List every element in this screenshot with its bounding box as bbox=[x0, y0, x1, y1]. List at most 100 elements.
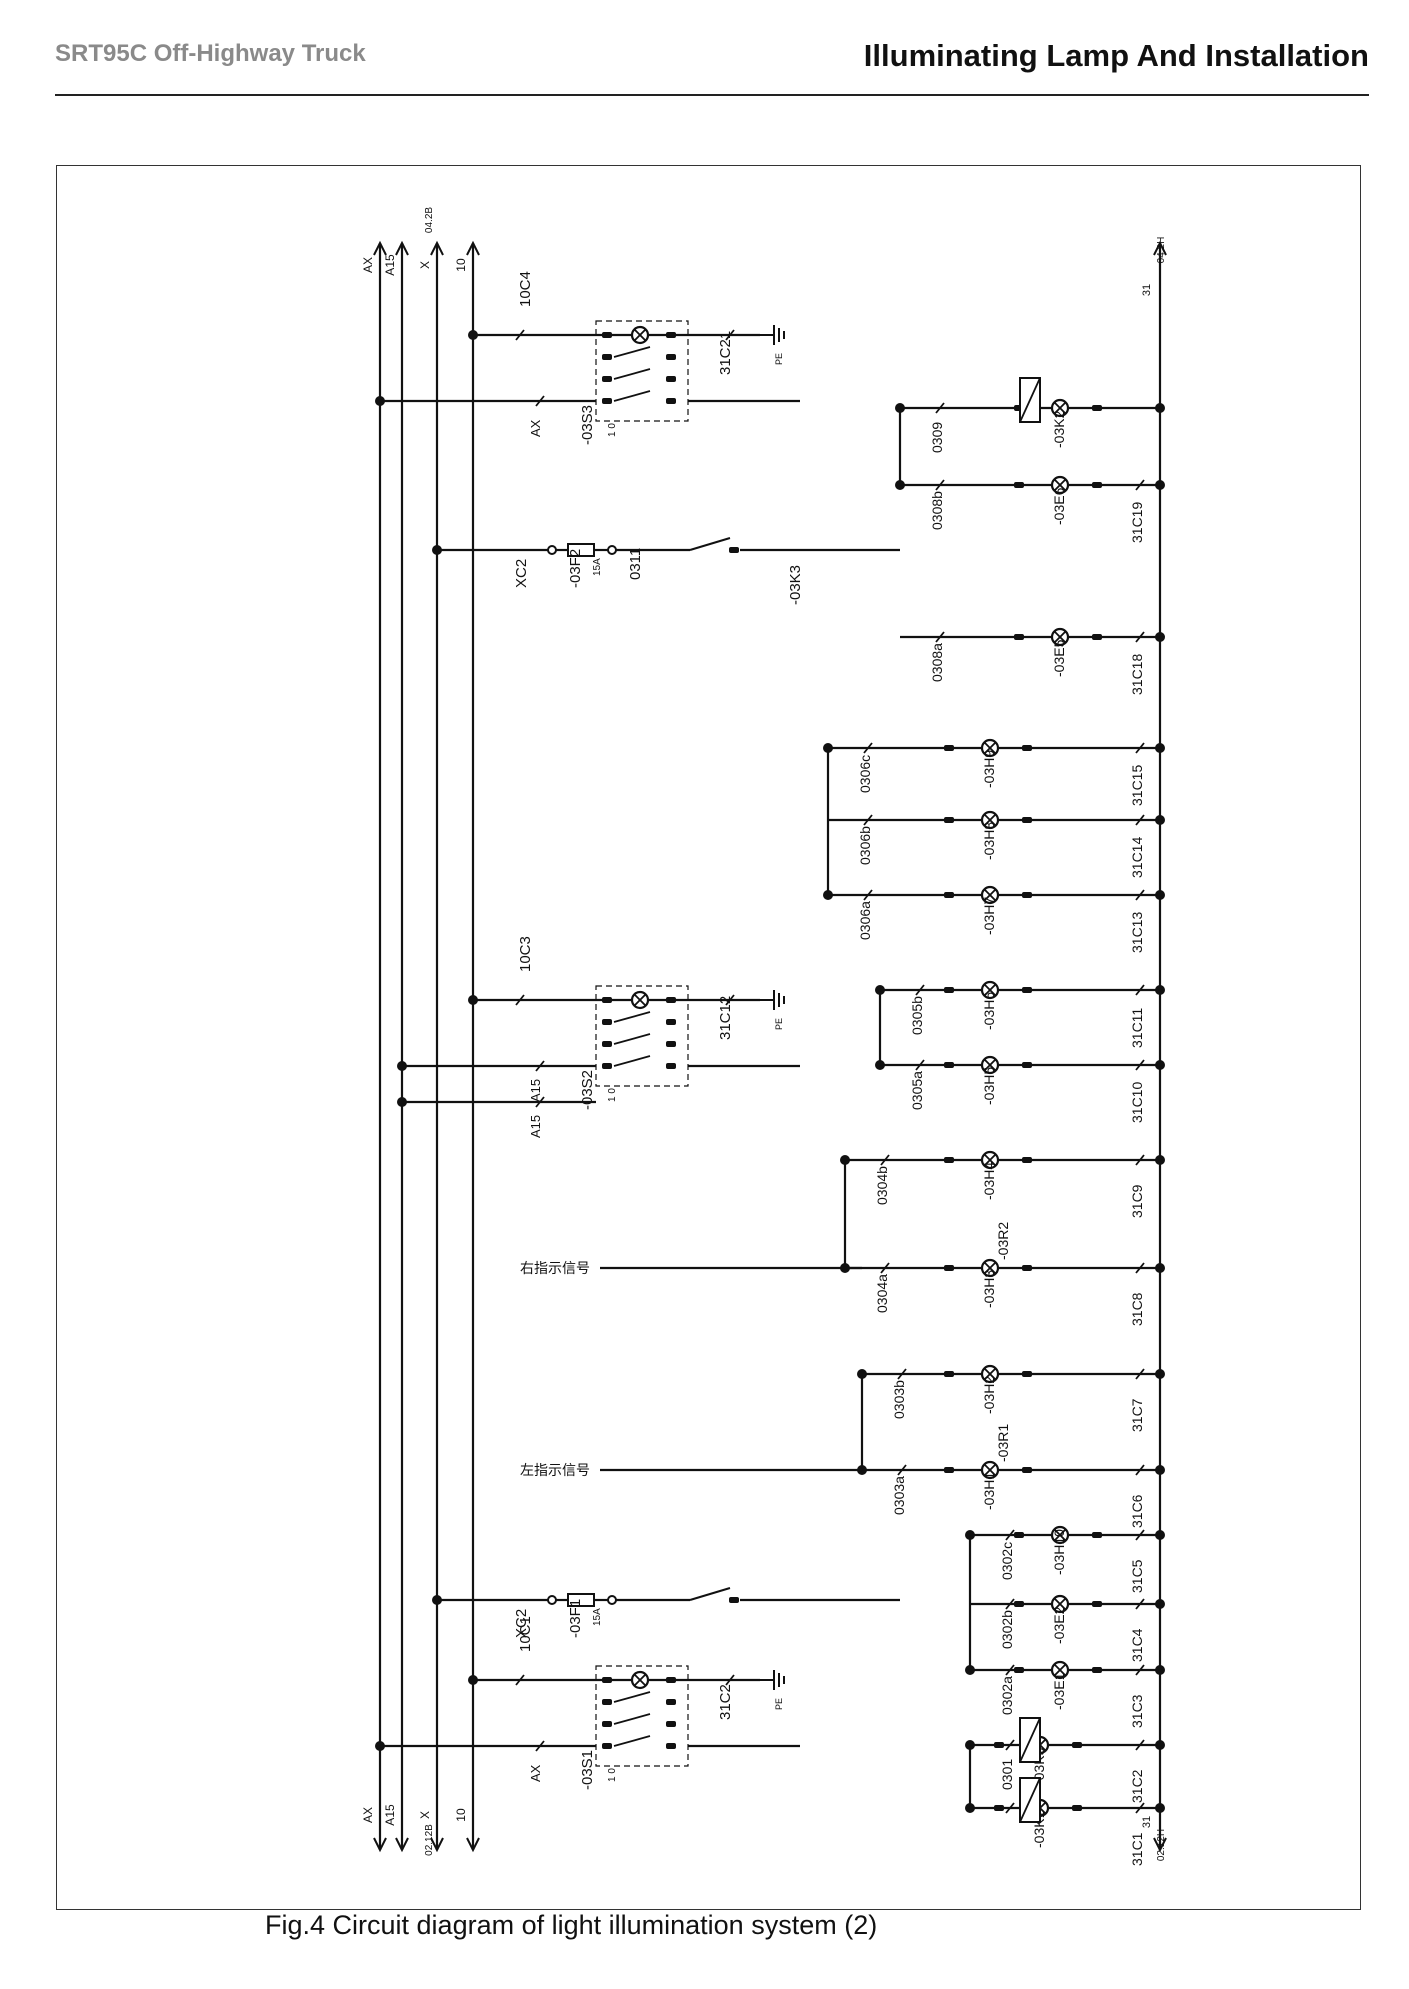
bus-arrow-top-icon bbox=[466, 240, 480, 256]
fuse-terminal bbox=[607, 1595, 617, 1605]
wire-tick bbox=[863, 889, 873, 901]
ground-junction-dot bbox=[1155, 1155, 1165, 1165]
circuit-device-label: -03H3 bbox=[981, 1270, 997, 1308]
branch-dot bbox=[965, 1740, 975, 1750]
circuit-wire-label: 0306b bbox=[857, 826, 873, 865]
connector-pin bbox=[1072, 1742, 1082, 1748]
circuit-ground-label: 31C5 bbox=[1129, 1559, 1145, 1593]
ground-junction-dot bbox=[1155, 1465, 1165, 1475]
ground-junction-dot bbox=[1155, 743, 1165, 753]
switch-housing bbox=[595, 985, 689, 1087]
wire-tick bbox=[515, 994, 525, 1006]
load-lamp-03H4-cross bbox=[983, 1153, 997, 1167]
wire-tick bbox=[515, 1674, 525, 1686]
load-lamp-03E5-cross bbox=[1053, 630, 1067, 644]
wire-tick bbox=[725, 329, 735, 341]
connector-pin bbox=[944, 1157, 954, 1163]
circuit-device-label: -03H7 bbox=[981, 897, 997, 935]
fuse-output-label: 0311 bbox=[627, 548, 644, 580]
header-title-right: Illuminating Lamp And Installation bbox=[863, 38, 1369, 73]
wire-tick bbox=[935, 479, 945, 491]
switch-contact-pin bbox=[602, 1063, 612, 1069]
circuit-aux-label: -03R1 bbox=[995, 1424, 1011, 1462]
circuit-wire-label: 0301 bbox=[999, 1759, 1015, 1790]
wire-tick bbox=[1135, 1154, 1145, 1166]
switch-contact-arm bbox=[613, 368, 651, 380]
wire-tick bbox=[1005, 1598, 1015, 1610]
ground-arrow-top-icon bbox=[1153, 240, 1167, 256]
wire-tick bbox=[1135, 1464, 1145, 1476]
circuit-device-label: -03E6 bbox=[1051, 487, 1067, 525]
branch-dot bbox=[823, 890, 833, 900]
ground-junction-dot bbox=[1155, 480, 1165, 490]
circuit-device-label: -03H9 bbox=[981, 750, 997, 788]
load-lamp-03H9-cross bbox=[983, 741, 997, 755]
switch-contact-pin bbox=[666, 1019, 676, 1025]
switch-wire-label: 10C4 bbox=[517, 271, 534, 307]
circuit-wire-label: 0304a bbox=[874, 1274, 890, 1313]
circuit-wire-label: 0302a bbox=[999, 1676, 1015, 1715]
connector-pin bbox=[1072, 1805, 1082, 1811]
header-title-left: SRT95C Off-Highway Truck bbox=[55, 40, 366, 67]
connector-pin bbox=[602, 997, 612, 1003]
connector-pin bbox=[1022, 1265, 1032, 1271]
ground-junction-dot bbox=[1155, 632, 1165, 642]
switch-contact-arm bbox=[613, 1735, 651, 1747]
switch-contact-pin bbox=[602, 398, 612, 404]
bus-label-bottom: X bbox=[418, 1811, 432, 1819]
circuit-wire-label: 0309 bbox=[929, 422, 945, 453]
wire-tick bbox=[515, 329, 525, 341]
branch-dot bbox=[857, 1369, 867, 1379]
connector-pin bbox=[944, 987, 954, 993]
bus-arrow-top-icon bbox=[395, 240, 409, 256]
connector-pin bbox=[1022, 745, 1032, 751]
switch-position-label: 1 0 bbox=[607, 1768, 618, 1782]
connector-pin bbox=[1014, 482, 1024, 488]
bus-label-top: AX bbox=[361, 257, 375, 273]
fuse-terminal bbox=[547, 545, 557, 555]
ground-junction-dot bbox=[1155, 403, 1165, 413]
fuse-input-label: XC2 bbox=[513, 559, 530, 588]
switch-contact-arm bbox=[613, 1691, 651, 1703]
wire-tick bbox=[535, 1060, 545, 1072]
relay-contact-pin bbox=[729, 547, 739, 553]
load-lamp-03K2-cross bbox=[1053, 401, 1067, 415]
ground-arrow-bottom-icon bbox=[1153, 1837, 1167, 1853]
switch-contact-pin bbox=[666, 354, 676, 360]
circuit-wire-label: 0305a bbox=[909, 1071, 925, 1110]
circuit-wire-label: 0308b bbox=[929, 491, 945, 530]
ground-junction-dot bbox=[1155, 890, 1165, 900]
wire-tick bbox=[935, 631, 945, 643]
circuit-device-label: -03H4 bbox=[981, 1162, 997, 1200]
bus-label-top: 10 bbox=[454, 258, 468, 272]
wire-tick bbox=[1135, 1262, 1145, 1274]
switch-contact-pin bbox=[602, 354, 612, 360]
branch-dot bbox=[895, 403, 905, 413]
circuit-aux-label: -03R2 bbox=[995, 1222, 1011, 1260]
bus-ref-bottom: 02.12B bbox=[424, 1824, 435, 1856]
load-lamp-03H10-cross bbox=[1053, 1528, 1067, 1542]
wire-tick bbox=[1135, 479, 1145, 491]
pe-label: PE bbox=[774, 1698, 784, 1710]
connector-pin bbox=[666, 332, 676, 338]
relay-id-label: -03K3 bbox=[787, 565, 804, 605]
switch-contact-pin bbox=[666, 1041, 676, 1047]
switch-ground-label: 31C12 bbox=[717, 996, 734, 1040]
switch-indicator-lamp-cross bbox=[633, 328, 647, 342]
ground-bus-label-bottom: 31 bbox=[1141, 1816, 1153, 1828]
relay-contact-arm bbox=[689, 537, 731, 551]
switch-housing bbox=[595, 320, 689, 422]
circuit-ground-label: 31C15 bbox=[1129, 765, 1145, 806]
wire-tick bbox=[880, 1154, 890, 1166]
branch-dot bbox=[823, 743, 833, 753]
wire-tick bbox=[1135, 1368, 1145, 1380]
wire-tick bbox=[725, 994, 735, 1006]
load-lamp-03H7-cross bbox=[983, 888, 997, 902]
connector-pin bbox=[1014, 634, 1024, 640]
ground-junction-dot bbox=[1155, 1060, 1165, 1070]
wire-tick bbox=[725, 1674, 735, 1686]
wire-tick bbox=[1135, 1664, 1145, 1676]
wire-tick bbox=[1005, 1529, 1015, 1541]
ground-junction-dot bbox=[1155, 1530, 1165, 1540]
wire-tick bbox=[1005, 1739, 1015, 1751]
